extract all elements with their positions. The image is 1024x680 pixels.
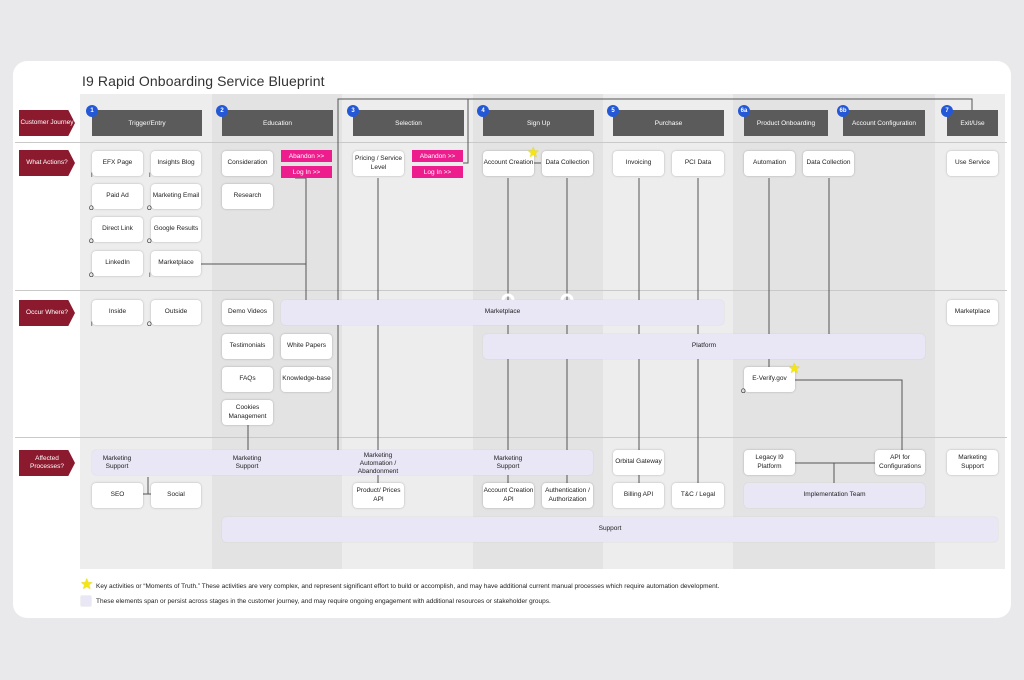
inside-tag: I [149,173,151,179]
abandon-tag: Abandon >> [281,150,332,162]
process-api-configurations: API for Configurations [875,450,925,475]
legend-span-swatch [81,596,91,606]
process-authentication: Authentication / Authorization [542,483,593,508]
process-marketing-support-span [92,450,593,475]
page-title: I9 Rapid Onboarding Service Blueprint [82,73,325,89]
action-marketing-email: Marketing Email [151,184,201,209]
where-testimonials: Testimonials [222,334,273,359]
outside-tag: O [147,239,152,245]
process-tc-legal: T&C / Legal [672,483,724,508]
process-social: Social [151,483,201,508]
action-insights-blog: Insights Blog [151,151,201,176]
process-marketing-support-exit: Marketing Support [947,450,998,475]
outside-tag: O [741,389,746,395]
row-divider [15,290,1007,291]
stage-trigger-entry: Trigger/Entry [92,110,202,136]
stage-product-onboarding: Product Onboarding [744,110,828,136]
action-data-collection-6: Data Collection [803,151,854,176]
stage-account-configuration: Account Configuration [843,110,925,136]
stage-exit-use: Exit/Use [947,110,998,136]
row-label-occur-where: Occur Where? [19,300,75,326]
where-everify: E-Verify.gov [744,367,795,392]
abandon-tag: Abandon >> [412,150,463,162]
legend-star-icon: ★ [80,576,94,593]
row-label-what-actions: What Actions? [19,150,75,176]
where-knowledge-base: Knowledge-base [281,367,332,392]
action-linkedin: LinkedIn [92,251,143,276]
outside-tag: O [89,239,94,245]
process-seo: SEO [92,483,143,508]
process-marketing-automation: Marketing Automation / Abandonment [357,452,399,476]
where-inside: Inside [92,300,143,325]
stage-number: 5 [607,105,619,117]
stage-education: Education [222,110,333,136]
action-efx-page: EFX Page [92,151,143,176]
star-icon: ★ [788,360,801,376]
action-google-results: Google Results [151,217,201,242]
inside-tag: I [91,322,93,328]
row-divider [15,142,1007,143]
inside-tag: I [91,173,93,179]
stage-purchase: Purchase [613,110,724,136]
process-implementation-team: Implementation Team [744,483,925,508]
row-divider [15,437,1007,438]
inside-tag: I [149,273,151,279]
where-white-papers: White Papers [281,334,332,359]
outside-tag: O [89,206,94,212]
legend-span-text: These elements span or persist across st… [96,598,551,605]
row-label-customer-journey: Customer Journey [19,110,75,136]
stage-number: 6b [837,105,849,117]
where-platform-span: Platform [483,334,925,359]
action-pricing: Pricing / Service Level [353,151,404,176]
outside-tag: O [89,273,94,279]
where-cookies: Cookies Management [222,400,273,425]
action-direct-link: Direct Link [92,217,143,242]
action-pci-data: PCI Data [672,151,724,176]
process-marketing-support: Marketing Support [493,455,523,471]
action-marketplace: Marketplace [151,251,201,276]
action-automation: Automation [744,151,795,176]
action-consideration: Consideration [222,151,273,176]
where-outside: Outside [151,300,201,325]
process-support-span: Support [222,517,998,542]
action-data-collection: Data Collection [542,151,593,176]
where-faqs: FAQs [222,367,273,392]
action-research: Research [222,184,273,209]
stage-number: 3 [347,105,359,117]
log-in-tag: Log In >> [412,166,463,178]
process-billing-api: Billing API [613,483,664,508]
action-paid-ad: Paid Ad [92,184,143,209]
process-product-prices-api: Product/ Prices API [353,483,404,508]
action-invoicing: Invoicing [613,151,664,176]
where-demo-videos: Demo Videos [222,300,273,325]
stage-number: 4 [477,105,489,117]
stage-sign-up: Sign Up [483,110,594,136]
row-label-affected-processes: Affected Processes? [19,450,75,476]
process-orbital-gateway: Orbital Gateway [613,450,664,475]
stage-number: 2 [216,105,228,117]
process-account-creation-api: Account Creation API [483,483,534,508]
stage-number: 7 [941,105,953,117]
outside-tag: O [147,322,152,328]
process-legacy-platform: Legacy I9 Platform [744,450,795,475]
stage-number: 1 [86,105,98,117]
action-use-service: Use Service [947,151,998,176]
star-icon: ★ [527,144,540,160]
stage-selection: Selection [353,110,464,136]
process-marketing-support: Marketing Support [232,455,262,471]
outside-tag: O [147,206,152,212]
legend-star-text: Key activities or “Moments of Truth.” Th… [96,583,720,590]
where-marketplace-span: Marketplace [281,300,724,325]
process-marketing-support: Marketing Support [102,455,132,471]
log-in-tag: Log In >> [281,166,332,178]
stage-number: 6a [738,105,750,117]
where-marketplace-exit: Marketplace [947,300,998,325]
